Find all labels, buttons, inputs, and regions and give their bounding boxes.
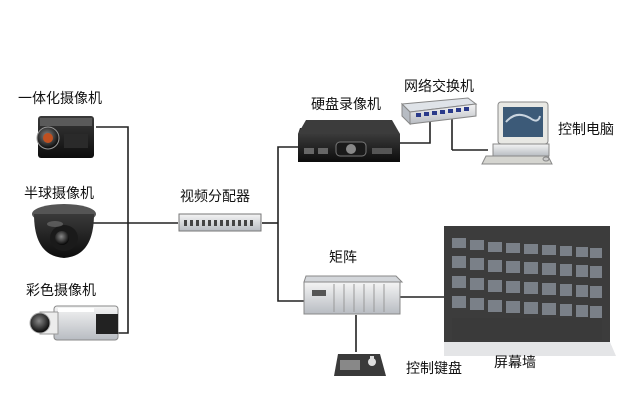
label-control-keyboard: 控制键盘 bbox=[406, 361, 462, 377]
dvr-icon bbox=[298, 120, 400, 162]
color-camera-icon bbox=[29, 305, 119, 341]
control-pc-icon bbox=[481, 101, 553, 165]
label-dome-camera: 半球摄像机 bbox=[24, 186, 94, 202]
control-keyboard-icon bbox=[334, 354, 386, 376]
label-box-camera: 一体化摄像机 bbox=[18, 91, 102, 107]
matrix-icon bbox=[303, 275, 404, 315]
label-network-switch: 网络交换机 bbox=[404, 79, 474, 95]
label-video-wall: 屏幕墙 bbox=[494, 355, 536, 371]
dome-camera-icon bbox=[32, 204, 96, 258]
label-dvr: 硬盘录像机 bbox=[311, 97, 381, 113]
network-switch-icon bbox=[400, 97, 478, 126]
box-camera-icon bbox=[36, 116, 94, 158]
label-matrix: 矩阵 bbox=[329, 250, 357, 266]
video-wall-icon bbox=[444, 226, 616, 356]
label-color-camera: 彩色摄像机 bbox=[26, 283, 96, 299]
video-splitter-icon bbox=[178, 213, 262, 232]
label-control-pc: 控制电脑 bbox=[558, 122, 614, 138]
label-video-splitter: 视频分配器 bbox=[180, 189, 250, 205]
connection-lines bbox=[93, 117, 488, 352]
